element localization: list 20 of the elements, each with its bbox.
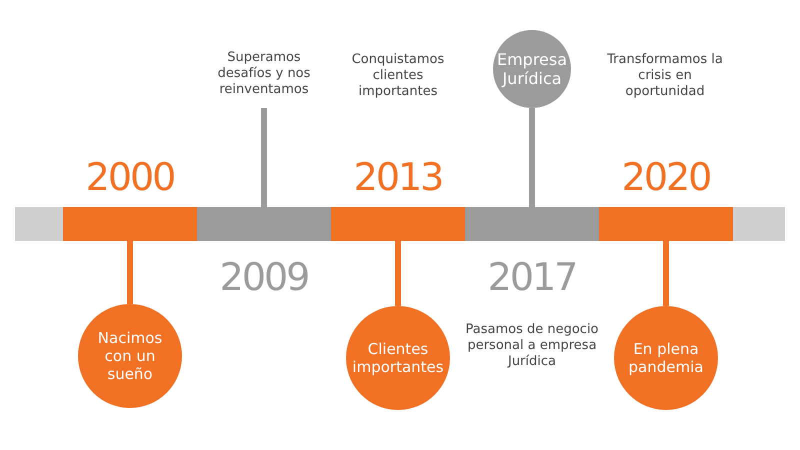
milestone-text: Nacimos con un sueño [96, 329, 164, 383]
connector-line [663, 241, 669, 306]
connector-line [261, 108, 267, 207]
connector-line [127, 241, 133, 304]
year-label: 2000 [84, 155, 176, 199]
year-label: 2009 [218, 255, 310, 299]
milestone-note: Transformamos la crisis en oportunidad [606, 52, 724, 100]
year-label: 2017 [486, 255, 578, 299]
connector-line [529, 108, 535, 207]
milestone-note: Superamos desafíos y nos reinventamos [204, 50, 324, 108]
year-label: 2020 [620, 155, 712, 199]
milestone-note: Pasamos de negocio personal a empresa Jurídica [464, 322, 600, 370]
timeline-bar-end [733, 207, 785, 241]
milestone-text: Clientes importantes [351, 340, 445, 376]
milestone-text: Empresa Jurídica [496, 50, 568, 88]
milestone-note: Conquistamos clientes importantes [350, 52, 446, 100]
milestone-text: En plena pandemia [628, 340, 704, 376]
connector-line [395, 241, 401, 306]
timeline-bar-end [15, 207, 63, 241]
year-label: 2013 [352, 155, 444, 199]
